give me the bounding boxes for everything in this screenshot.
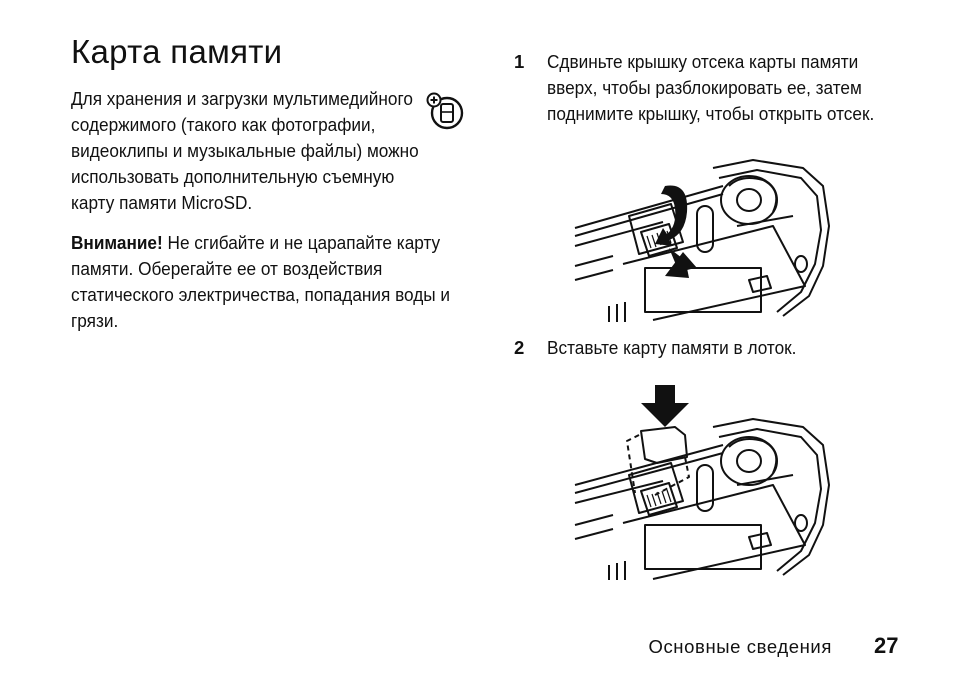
page-title: Карта памяти bbox=[71, 33, 283, 70]
warning-text: Не сгибайте и не царапайте карту памяти.… bbox=[71, 232, 451, 331]
page-number: 27 bbox=[874, 633, 899, 658]
intro-paragraph: Для хранения и загрузки мультимедийного … bbox=[71, 88, 419, 213]
footer-section-title: Основные сведения bbox=[648, 636, 832, 657]
warning-paragraph: Внимание! Не сгибайте и не царапайте кар… bbox=[71, 230, 466, 334]
insert-card-illustration bbox=[574, 385, 830, 580]
open-card-door-illustration bbox=[574, 159, 830, 322]
feature-availability-icon bbox=[426, 92, 464, 130]
step-number: 1 bbox=[514, 51, 525, 72]
warning-label: Внимание! bbox=[71, 232, 163, 253]
step-number: 2 bbox=[514, 337, 525, 358]
step-text: Вставьте карту памяти в лоток. bbox=[547, 337, 797, 358]
step-text: Сдвиньте крышку отсека карты памяти ввер… bbox=[547, 51, 875, 124]
left-column: Для хранения и загрузки мультимедийного … bbox=[71, 86, 466, 334]
